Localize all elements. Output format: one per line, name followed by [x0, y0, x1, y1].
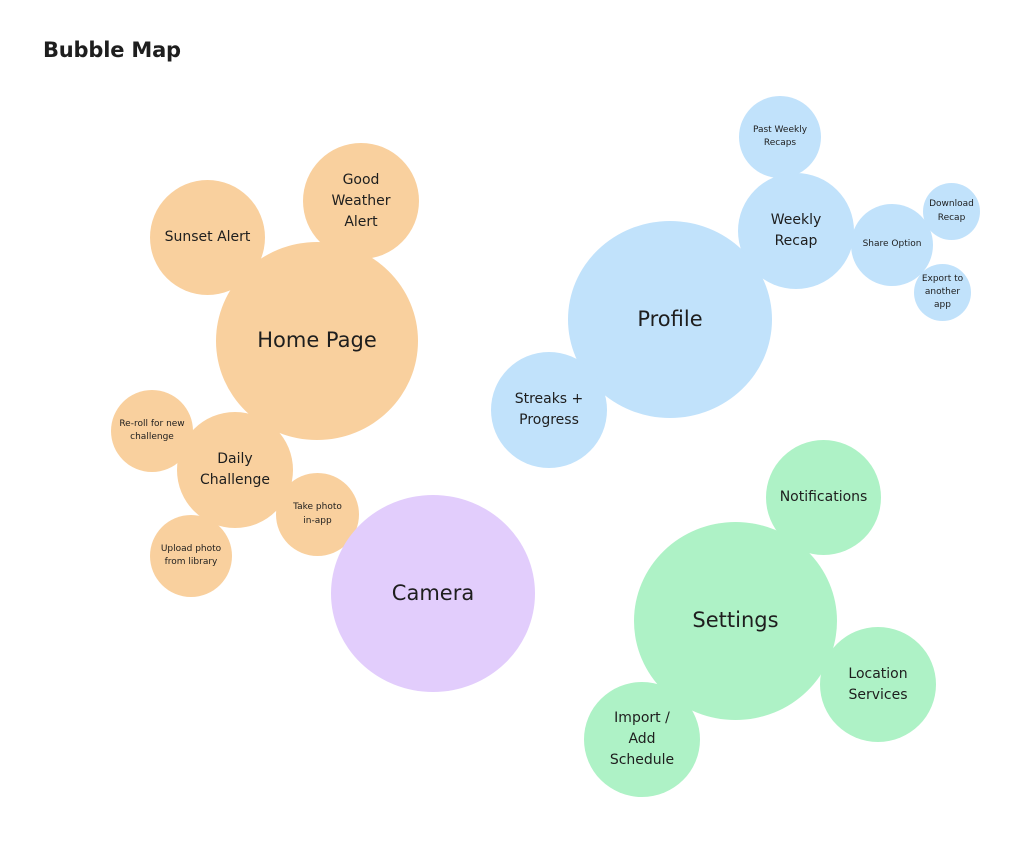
bubble-label: Camera [391, 580, 475, 605]
bubble-label: Import / Add Schedule [609, 710, 675, 768]
bubble-streaks-progress[interactable]: Streaks + Progress [491, 352, 607, 468]
bubble-daily-challenge[interactable]: Daily Challenge [177, 412, 293, 528]
bubble-label: Streaks + Progress [514, 391, 584, 428]
bubble-label: Home Page [257, 328, 377, 353]
bubble-label: Notifications [779, 489, 868, 505]
bubble-label: Good Weather Alert [331, 171, 391, 230]
bubble-sunset-alert[interactable]: Sunset Alert [150, 180, 265, 295]
page-title: Bubble Map [43, 38, 181, 62]
bubble-label: Weekly Recap [770, 212, 822, 249]
bubble-label: Upload photo from library [160, 543, 222, 567]
bubble-label: Sunset Alert [164, 229, 251, 245]
bubble-label: Profile [637, 306, 703, 331]
bubble-home-page[interactable]: Home Page [216, 242, 418, 440]
bubble-label: Location Services [848, 665, 908, 703]
bubble-label: Share Option [862, 239, 922, 250]
bubble-upload-photo[interactable]: Upload photo from library [150, 515, 232, 597]
bubble-settings[interactable]: Settings [634, 522, 837, 720]
bubble-label: Daily Challenge [200, 451, 270, 488]
bubble-label: Download Recap [929, 199, 974, 223]
bubble-good-weather-alert[interactable]: Good Weather Alert [303, 143, 419, 259]
bubble-camera[interactable]: Camera [331, 495, 535, 692]
bubble-label: Settings [692, 608, 779, 633]
bubble-label: Export to another app [921, 273, 964, 311]
bubble-download-recap[interactable]: Download Recap [923, 183, 980, 240]
bubble-profile[interactable]: Profile [568, 221, 772, 418]
bubble-label: Re-roll for new challenge [119, 418, 185, 442]
bubble-export-app[interactable]: Export to another app [914, 264, 971, 321]
bubble-label: Take photo in-app [293, 502, 342, 526]
bubble-import-schedule[interactable]: Import / Add Schedule [584, 682, 700, 797]
bubble-location-services[interactable]: Location Services [820, 627, 936, 742]
bubble-label: Past Weekly Recaps [752, 124, 808, 148]
bubble-past-weekly-recaps[interactable]: Past Weekly Recaps [739, 96, 821, 178]
bubble-share-option[interactable]: Share Option [851, 204, 933, 286]
